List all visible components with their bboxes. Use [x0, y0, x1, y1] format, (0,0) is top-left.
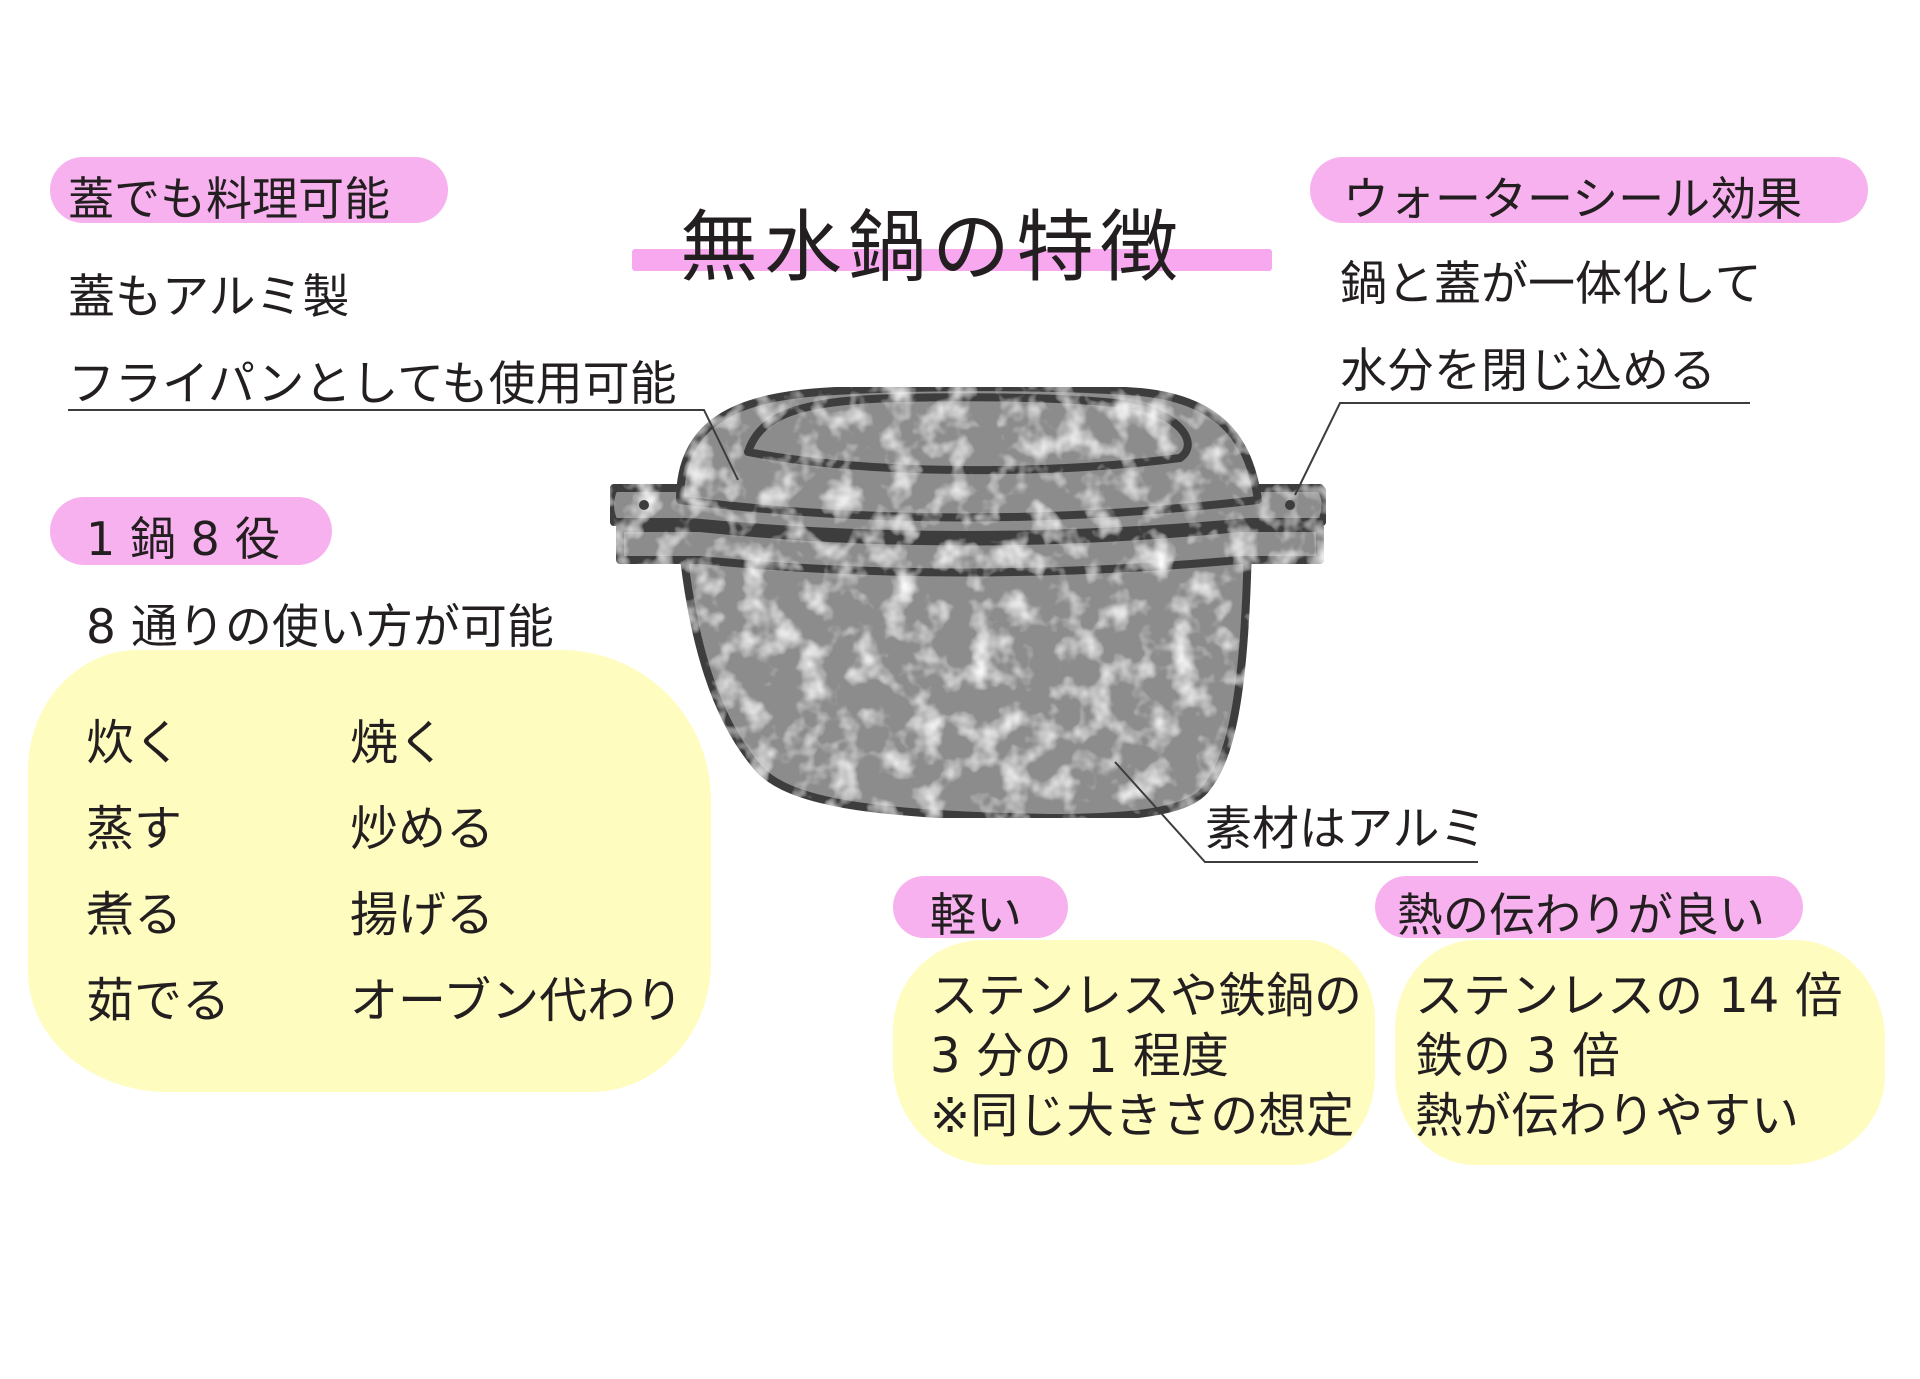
light-info-box — [893, 940, 1375, 1165]
light-label: 軽い — [930, 888, 1022, 942]
pot-body — [678, 536, 1252, 822]
water-seal-line-2: 水分を閉じ込める — [1340, 344, 1716, 399]
multi-use-label: 1 鍋 8 役 — [86, 512, 281, 566]
heat-label: 熱の伝わりが良い — [1397, 888, 1765, 942]
heat-info-box — [1395, 940, 1885, 1165]
water-seal-label: ウォーターシール効果 — [1343, 172, 1803, 226]
material-leader-line — [1114, 761, 1478, 863]
method-right-4: オーブン代わり — [350, 973, 684, 1029]
pot-lower-rim — [616, 524, 1324, 577]
lid-label: 蓋でも料理可能 — [68, 172, 390, 226]
lid-leader-line — [68, 409, 739, 481]
light-line-2: 3 分の 1 程度 — [930, 1028, 1229, 1084]
method-left-2: 蒸す — [86, 801, 183, 857]
multi-use-subtitle: 8 通りの使い方が可能 — [86, 600, 554, 655]
light-label-highlight — [893, 876, 1068, 938]
heat-line-2: 鉄の 3 倍 — [1415, 1028, 1621, 1084]
material-text: 素材はアルミ — [1205, 802, 1487, 857]
method-right-3: 揚げる — [350, 887, 495, 943]
heat-line-3: 熱が伝わりやすい — [1415, 1088, 1800, 1144]
pot-lid-knob — [744, 393, 1192, 475]
water-seal-leader-line — [1294, 402, 1750, 496]
method-left-1: 炊く — [86, 715, 183, 771]
light-line-1: ステンレスや鉄鍋の — [930, 968, 1363, 1024]
lid-line-2: フライパンとしても使用可能 — [68, 357, 677, 412]
multi-use-label-highlight — [50, 497, 332, 565]
left-handle-hole — [639, 500, 649, 510]
method-left-4: 茹でる — [86, 973, 231, 1029]
cooking-methods-box — [28, 650, 711, 1092]
light-line-3: ※同じ大きさの想定 — [930, 1088, 1355, 1144]
water-seal-line-1: 鍋と蓋が一体化して — [1340, 257, 1762, 312]
heat-label-highlight — [1375, 876, 1803, 938]
heat-line-1: ステンレスの 14 倍 — [1415, 968, 1843, 1024]
lid-line-1: 蓋もアルミ製 — [68, 270, 350, 325]
water-seal-label-highlight — [1310, 157, 1868, 223]
method-right-2: 炒める — [350, 801, 495, 857]
right-handle-hole — [1285, 500, 1295, 510]
page-title: 無水鍋の特徴 — [680, 203, 1185, 293]
method-right-1: 焼く — [350, 715, 447, 771]
title-underline — [632, 249, 1272, 271]
method-left-3: 煮る — [86, 887, 183, 943]
lid-label-highlight — [50, 157, 448, 223]
